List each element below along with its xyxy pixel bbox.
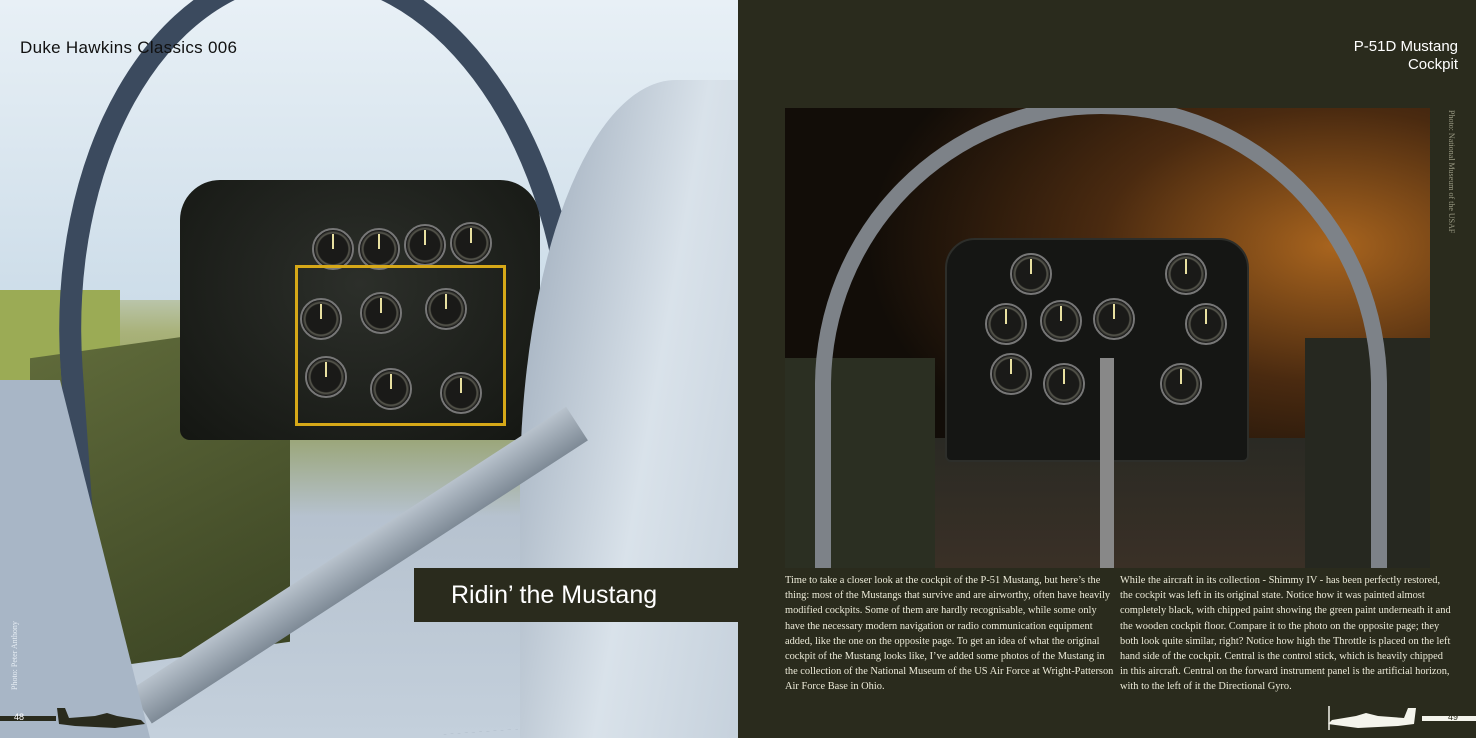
gauge (312, 228, 354, 270)
series-header: Duke Hawkins Classics 006 (20, 38, 238, 57)
page-bar (1422, 716, 1476, 721)
section-header: P-51D Mustang Cockpit (1354, 38, 1458, 74)
gauge (370, 368, 412, 410)
gauge (440, 372, 482, 414)
photo-credit: Photo: Peter Anthony (10, 621, 19, 690)
canopy-frame (815, 108, 1387, 568)
page-bar (0, 716, 56, 721)
header-line1: P-51D Mustang (1353, 38, 1458, 55)
page-number: 49 (1448, 712, 1459, 722)
chapter-title: Ridin’ the Mustang (414, 568, 738, 622)
panel-yellow-frame (295, 265, 506, 426)
gauge (305, 356, 347, 398)
body-text-column-1: Time to take a closer look at the cockpi… (785, 575, 1114, 693)
gauge (404, 224, 446, 266)
left-page-photo: Duke Hawkins Classics 006 Photo: Peter A… (0, 0, 738, 738)
page-number: 48 (14, 712, 25, 722)
body-text-column-2: While the aircraft in its collection - S… (1120, 575, 1451, 693)
header-line2: Cockpit (1407, 56, 1458, 73)
mustang-silhouette-icon (57, 708, 145, 728)
gauge (360, 292, 402, 334)
gauge (358, 228, 400, 270)
gauge (425, 288, 467, 330)
gauge (450, 222, 492, 264)
photo-credit: Photo: National Museum of the USAF (1447, 110, 1456, 234)
mustang-silhouette-icon (1328, 706, 1416, 730)
museum-cockpit-photo (785, 108, 1430, 568)
gauge (300, 298, 342, 340)
